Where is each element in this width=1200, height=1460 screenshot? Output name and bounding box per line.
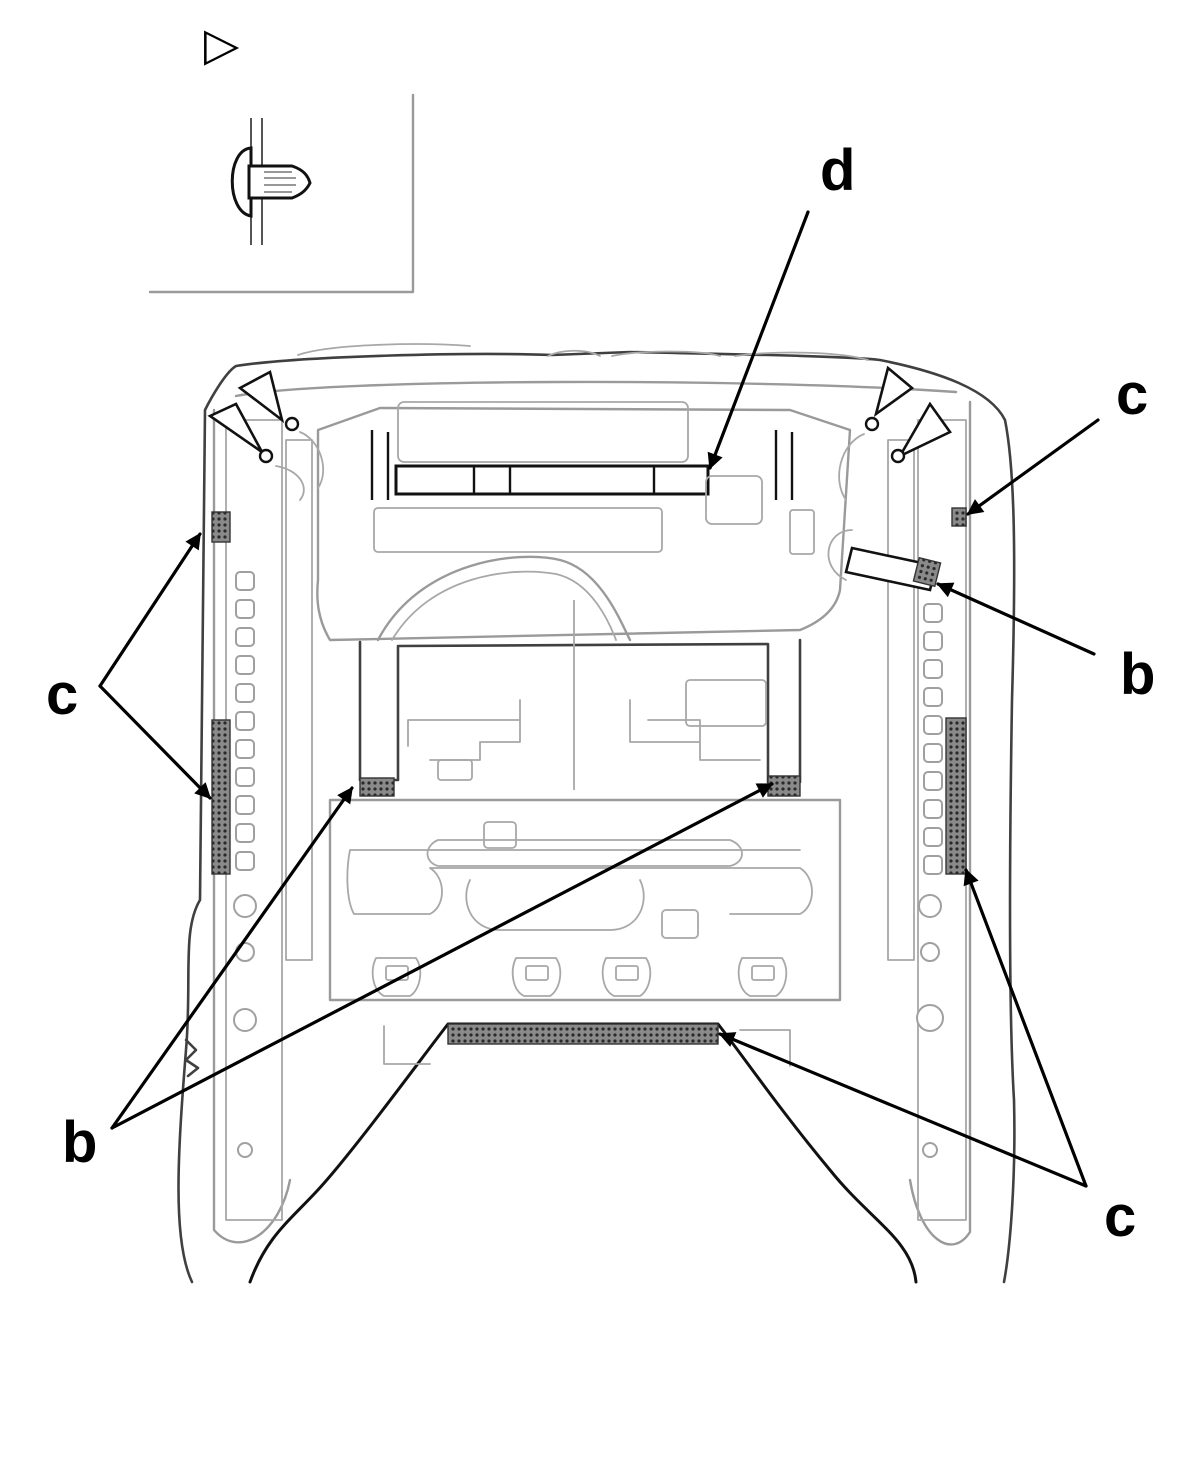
leader-c-left-lower [98,684,212,800]
callout-b-left: b [62,1110,97,1175]
strip-c-left-lower [211,719,231,875]
leader-d [707,210,810,470]
leader-b-top-right [936,582,1096,656]
right-rail-holes [916,603,944,1158]
leader-c-left-upper [98,532,202,688]
left-rail-holes [233,571,257,1158]
seat-back-frame [177,343,1016,1284]
strip-c-right-upper [951,507,967,527]
strip-c-left-upper [211,511,231,543]
strip-b-right-upper [912,556,942,588]
strip-b-left-lower [359,777,395,797]
hatched-fastener-strips [211,507,967,1045]
legend-triangle-symbol: ▷ [204,17,240,71]
strip-b-right-lower [767,775,801,797]
leader-c-top-right [966,418,1100,516]
strip-c-bottom [447,1023,719,1045]
top-left-hooks [207,370,325,501]
leader-c-bottom [718,1032,1088,1188]
callout-b-right: b [1120,642,1155,707]
top-right-hooks [838,365,952,501]
leader-lines [98,210,1100,1188]
leader-c-right-lower [963,868,1088,1188]
clip-inset [148,93,415,294]
lower-spring-clips [371,957,788,997]
leader-b-left-lower [110,786,354,1130]
strip-c-right-lower [945,717,967,875]
callout-c-bottom-right: c [1104,1184,1136,1249]
callout-d: d [820,138,855,203]
callout-c-top-right: c [1116,362,1148,427]
leader-b-right-lower [110,782,774,1130]
callout-c-left: c [46,662,78,727]
clip-fastener-icon [247,164,312,200]
